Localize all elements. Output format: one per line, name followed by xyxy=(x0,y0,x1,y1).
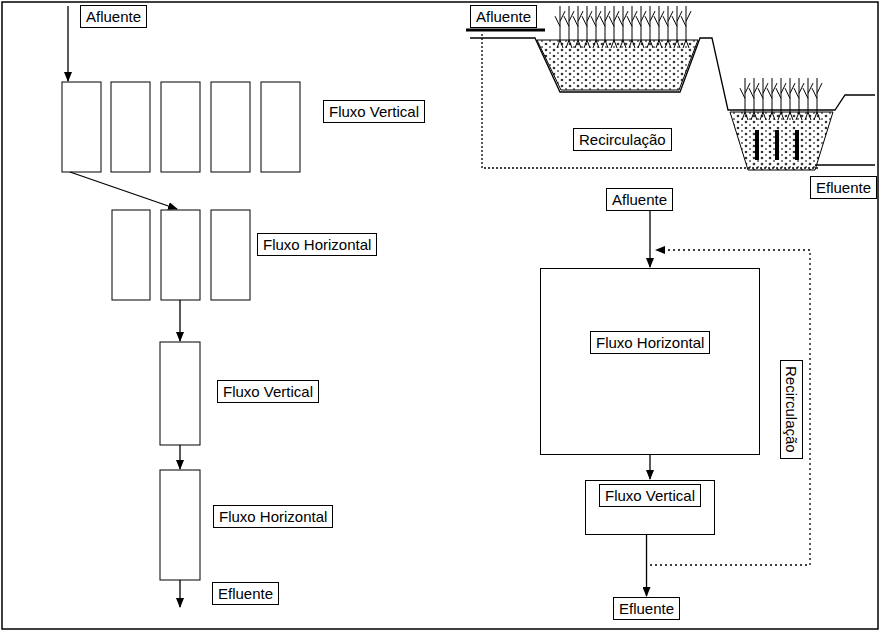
label-text: Efluente xyxy=(816,179,871,196)
wetland-illustration xyxy=(466,6,875,170)
label-text: Afluente xyxy=(86,8,141,25)
label-box: Efluente xyxy=(212,582,279,605)
label-box: Afluente xyxy=(470,5,537,28)
flow-arrow xyxy=(649,455,650,479)
label-text: Fluxo Vertical xyxy=(223,383,313,400)
flow-arrow xyxy=(646,535,647,596)
label-text: Recirculação xyxy=(783,366,800,453)
label-text: Fluxo Vertical xyxy=(599,484,701,507)
label-box: Afluente xyxy=(80,5,147,28)
label-box: Afluente xyxy=(606,188,673,211)
label-box: Recirculação xyxy=(573,128,672,151)
label-box: Fluxo Horizontal xyxy=(213,505,333,528)
label-text: Fluxo Horizontal xyxy=(219,508,327,525)
label-box: Efluente xyxy=(613,597,680,620)
label-text: Recirculação xyxy=(579,131,666,148)
label-text: Fluxo Horizontal xyxy=(263,236,371,253)
label-text: Afluente xyxy=(612,191,667,208)
bed-box: Fluxo Horizontal xyxy=(540,268,760,455)
flow-arrow xyxy=(649,211,650,267)
label-text: Efluente xyxy=(619,600,674,617)
bed-box: Fluxo Vertical xyxy=(585,480,715,535)
label-box: Fluxo Vertical xyxy=(323,100,425,123)
label-text: Fluxo Horizontal xyxy=(590,331,710,354)
label-box: Fluxo Vertical xyxy=(217,380,319,403)
label-box: Fluxo Horizontal xyxy=(257,233,377,256)
label-text: Fluxo Vertical xyxy=(329,103,419,120)
flow-arrows xyxy=(68,6,180,607)
label-text: Efluente xyxy=(218,585,273,602)
label-box: Recirculação xyxy=(780,360,803,459)
label-box: Efluente xyxy=(810,176,877,199)
label-text: Afluente xyxy=(476,8,531,25)
